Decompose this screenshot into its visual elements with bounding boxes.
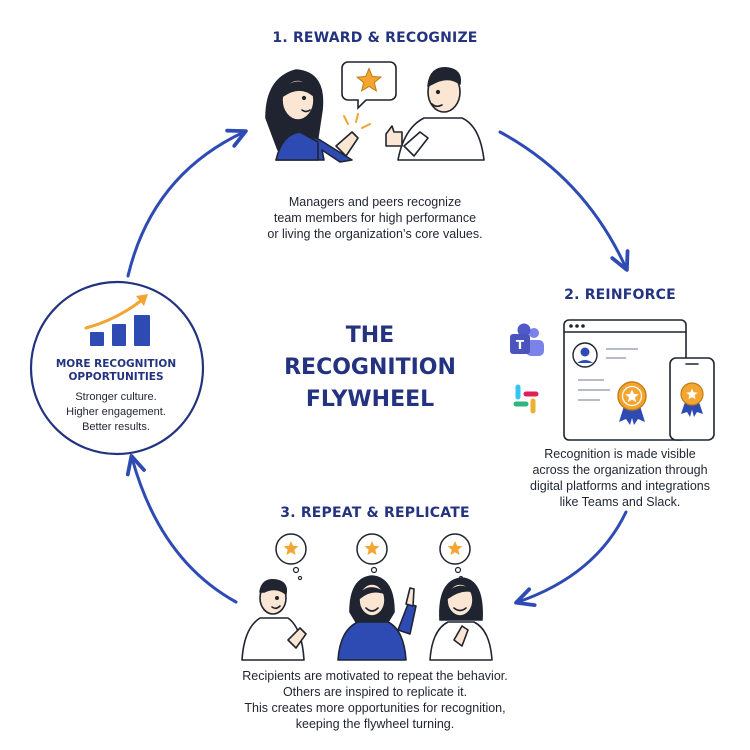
thought-bubble-star-icon <box>275 533 307 581</box>
thought-bubble-star-icon <box>356 533 388 581</box>
step-2-line: like Teams and Slack. <box>559 495 681 509</box>
trend-arrow-icon <box>84 294 148 330</box>
hub-line: Better results. <box>82 421 150 433</box>
step-2-line: across the organization through <box>532 463 708 477</box>
woman-pointing-icon <box>337 575 417 661</box>
step-1-line: Managers and peers recognize <box>288 195 462 209</box>
step-3-line: Others are inspired to replicate it. <box>282 685 468 699</box>
step-1-line: team members for high performance <box>273 211 477 225</box>
hub-title: MORE RECOGNITION OPPORTUNITIES <box>36 358 196 384</box>
cycle-arrow-3-to-hub <box>125 454 238 604</box>
teams-logo-icon: T <box>510 323 544 356</box>
slack-logo-icon <box>513 384 539 414</box>
growth-bar-chart-icon <box>90 315 150 346</box>
step-3-heading: 3. REPEAT & REPLICATE <box>280 505 470 521</box>
man-thumbs-up-icon <box>385 67 485 161</box>
title-line: FLYWHEEL <box>305 387 435 412</box>
title-line: RECOGNITION <box>284 355 456 380</box>
step-1-line: or living the organization’s core values… <box>267 227 483 241</box>
hub-title-line: OPPORTUNITIES <box>68 371 164 383</box>
woman-clapping-icon <box>429 577 493 661</box>
browser-window-icon <box>563 319 687 441</box>
step-3-line: Recipients are motivated to repeat the b… <box>242 669 508 683</box>
award-badge-icon <box>617 381 647 425</box>
man-thumbs-up-icon <box>241 578 307 661</box>
hub-title-line: MORE RECOGNITION <box>55 358 177 370</box>
hub-line: Stronger culture. <box>75 391 157 403</box>
step-3-line: keeping the flywheel turning. <box>295 717 455 731</box>
step-2-line: digital platforms and integrations <box>530 479 710 493</box>
woman-clapping-icon <box>265 69 359 163</box>
cycle-arrow-hub-to-1 <box>126 128 248 278</box>
step-2-description: Recognition is made visible across the o… <box>500 446 740 510</box>
clap-spark-icon <box>343 113 371 129</box>
flywheel-title: THE RECOGNITION FLYWHEEL <box>250 320 490 416</box>
cycle-arrow-2-to-3 <box>514 510 628 608</box>
phone-icon <box>669 357 715 441</box>
step-3-line: This creates more opportunities for reco… <box>244 701 506 715</box>
hub-circle <box>29 280 205 456</box>
step-2-line: Recognition is made visible <box>544 447 696 461</box>
step-1-heading: 1. REWARD & RECOGNIZE <box>272 30 478 46</box>
svg-text:T: T <box>516 338 525 352</box>
step-3-description: Recipients are motivated to repeat the b… <box>175 668 575 732</box>
cycle-arrow-1-to-2 <box>498 130 630 272</box>
speech-bubble-star-icon <box>341 61 397 110</box>
hub-line: Higher engagement. <box>66 406 166 418</box>
hub-description: Stronger culture. Higher engagement. Bet… <box>36 390 196 435</box>
step-1-description: Managers and peers recognize team member… <box>225 194 525 242</box>
step-2-heading: 2. REINFORCE <box>564 287 676 303</box>
title-line: THE <box>345 323 395 348</box>
thought-bubble-star-icon <box>439 533 471 581</box>
